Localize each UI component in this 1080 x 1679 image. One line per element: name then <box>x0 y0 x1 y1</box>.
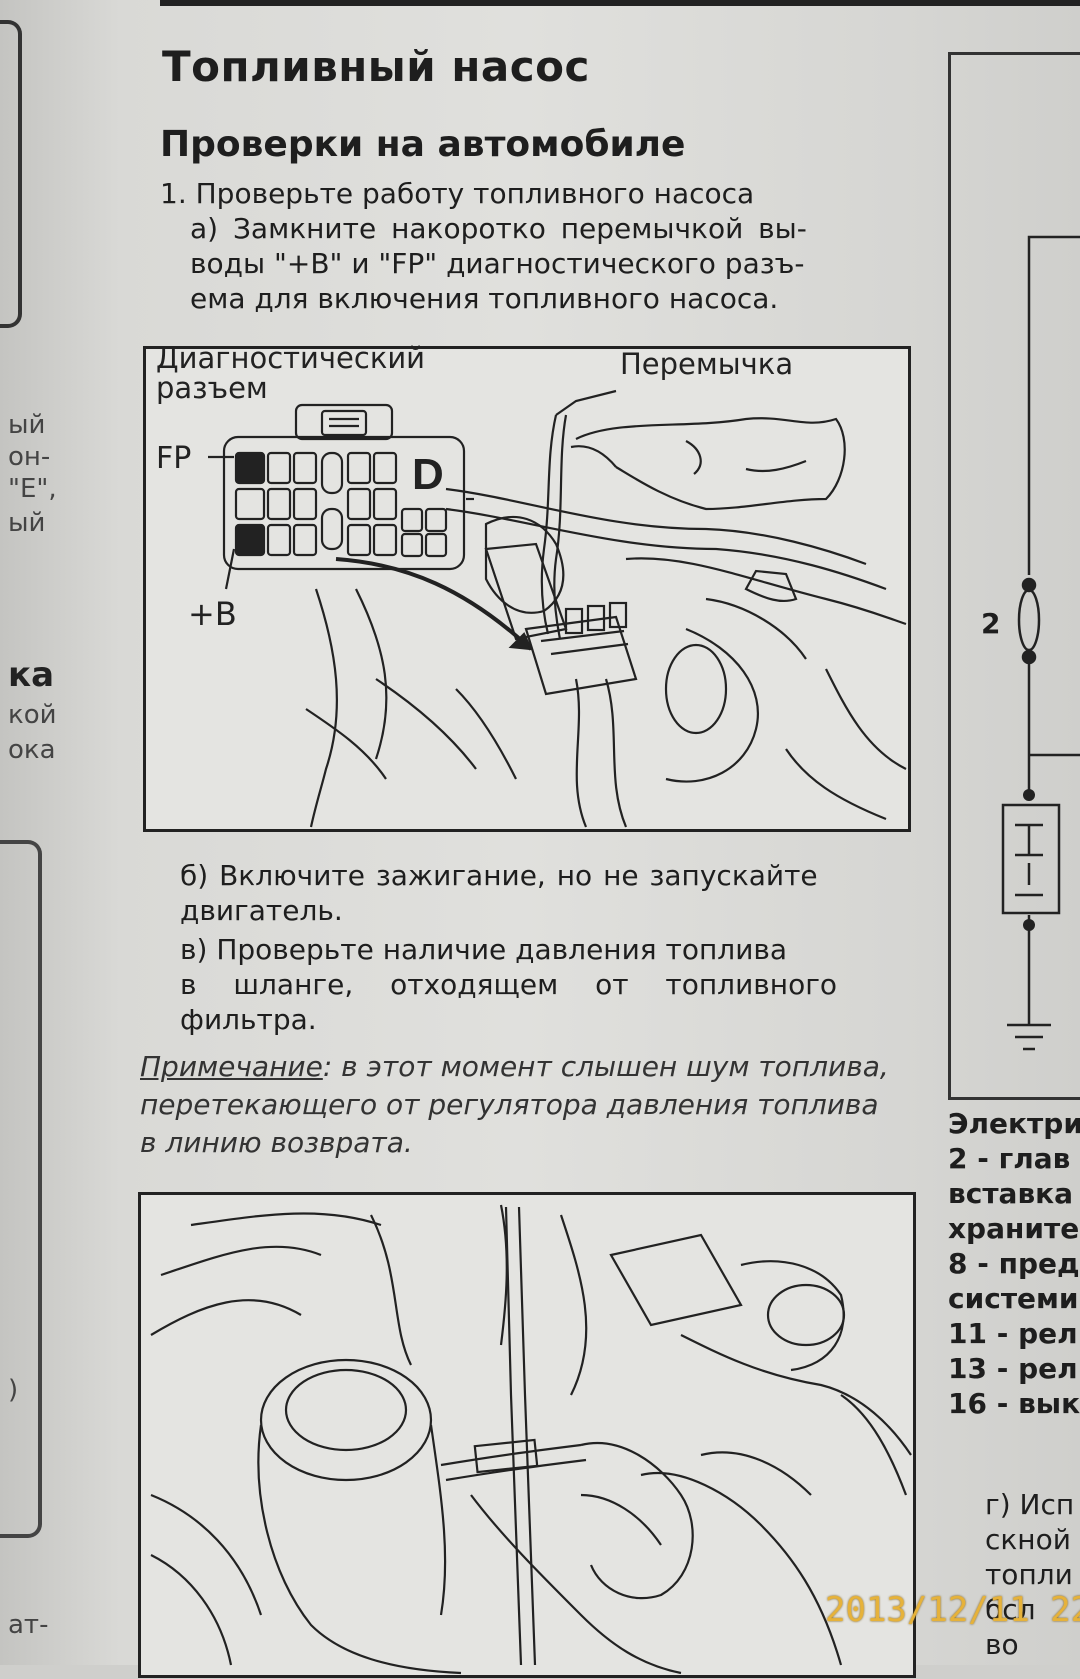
left-word: ока <box>8 735 56 765</box>
label-plus-b: +B <box>188 595 237 633</box>
label-jumper: Перемычка <box>620 347 794 381</box>
left-word: ый <box>8 508 46 538</box>
left-word: он- <box>8 442 51 472</box>
step-1c-line: фильтра. <box>180 1003 317 1036</box>
right-step-line: скной <box>985 1523 1071 1556</box>
right-caption-line: системи <box>948 1282 1079 1315</box>
right-caption-line: 2 - глав <box>948 1142 1071 1175</box>
label-connector: разъем <box>156 371 268 405</box>
engine-bay-illustration: D <box>208 389 907 828</box>
right-caption-line: 16 - вык <box>948 1387 1080 1420</box>
step-1: 1. Проверьте работу топливного насоса <box>160 177 755 210</box>
fuel-hose-illustration <box>150 1204 912 1675</box>
step-1c-line: в шланге, отходящем от топливного <box>180 968 838 1001</box>
photo-timestamp: 2013/12/11 22: <box>825 1590 1080 1630</box>
label-fp: FP <box>156 441 192 476</box>
left-word: ат- <box>8 1610 49 1640</box>
diagram-item-label: 2 <box>981 607 1001 640</box>
right-caption-line: 11 - рел <box>948 1317 1078 1350</box>
step-1a-line: а) Замкните накоротко перемычкой вы- <box>190 212 807 245</box>
left-word: ка <box>8 655 55 695</box>
wiring-diagram <box>1001 235 1080 1051</box>
right-step-line: г) Исп <box>985 1488 1075 1521</box>
right-diagram-frame: 2 <box>948 52 1080 1100</box>
top-rule <box>160 0 1080 6</box>
page-title: Топливный насос <box>162 42 590 91</box>
right-caption-line: 13 - рел <box>948 1352 1078 1385</box>
note-label: Примечание <box>140 1050 323 1083</box>
right-step-line: топли <box>985 1558 1073 1591</box>
left-word: "E", <box>8 474 57 504</box>
left-word: ) <box>8 1375 19 1405</box>
left-frame-top <box>0 20 22 328</box>
left-word: ый <box>8 410 46 440</box>
step-1b-line: б) Включите зажигание, но не запускайте <box>180 859 818 892</box>
connector-label-d: D <box>412 450 444 499</box>
step-1a-line: ема для включения топливного насоса. <box>190 282 779 315</box>
figure-diagnostic-connector: D Диагностический разъем Перемычка FP +B <box>143 341 911 832</box>
note: Примечание: в этот момент слышен шум топ… <box>140 1048 902 1162</box>
section-title: Проверки на автомобиле <box>160 124 686 165</box>
figure-fuel-hose-check <box>138 1192 916 1678</box>
right-caption-line: Электри <box>948 1107 1080 1140</box>
right-step-line: бсл <box>985 1593 1036 1626</box>
left-frame-bottom <box>0 840 42 1538</box>
right-caption-line: 8 - пред <box>948 1247 1080 1280</box>
right-caption-line: вставка <box>948 1177 1074 1210</box>
left-page-fragment: ый он- "E", ый ка кой ока ) ат- <box>0 0 70 1665</box>
note-text: : в этот момент слышен шум топлива, пере… <box>140 1050 889 1159</box>
step-1a-line: воды "+B" и "FP" диагностического разъ- <box>190 247 805 280</box>
connector-body <box>222 435 466 571</box>
right-caption-line: хранитe <box>948 1212 1080 1245</box>
step-1c-line: в) Проверьте наличие давления топлива <box>180 933 788 966</box>
label-diagnostic: Диагностический <box>156 341 426 375</box>
right-step-line: во <box>985 1628 1019 1661</box>
left-word: кой <box>8 700 57 730</box>
step-1b-line: двигатель. <box>180 894 343 927</box>
